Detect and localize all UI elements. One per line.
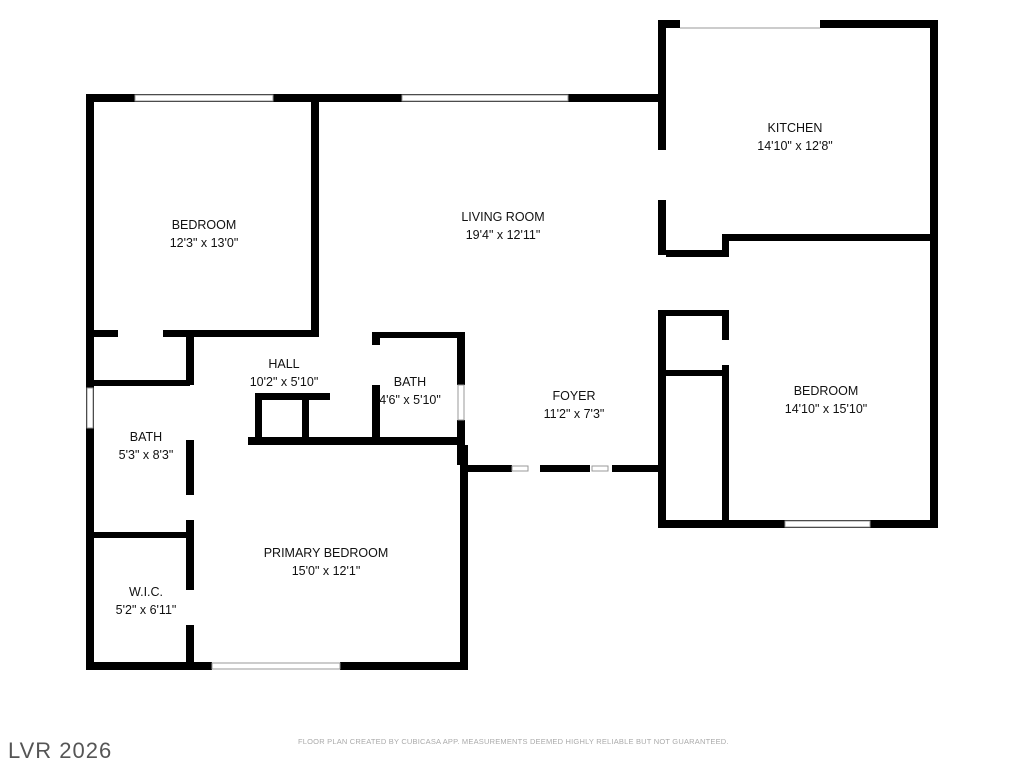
room-bath-primary: BATH 5'3" x 8'3" [119, 428, 174, 464]
room-bath-hall: BATH 4'6" x 5'10" [379, 373, 441, 409]
room-name: W.I.C. [128, 585, 164, 599]
windows [86, 27, 871, 670]
room-bedroom-2: BEDROOM 14'10" x 15'10" [785, 382, 867, 418]
room-name: FOYER [552, 389, 596, 403]
room-name: LIVING ROOM [461, 210, 545, 224]
room-primary-bedroom: PRIMARY BEDROOM 15'0" x 12'1" [264, 544, 389, 580]
room-dims: 14'10" x 12'8" [757, 139, 833, 153]
room-name: BATH [393, 375, 427, 389]
room-name: BEDROOM [793, 384, 859, 398]
room-dims: 5'3" x 8'3" [118, 448, 174, 462]
room-living-room: LIVING ROOM 19'4" x 12'11" [461, 208, 544, 244]
room-foyer: FOYER 11'2" x 7'3" [544, 387, 605, 423]
room-dims: 4'6" x 5'10" [379, 393, 441, 407]
room-dims: 12'3" x 13'0" [169, 236, 239, 250]
room-name: BATH [129, 430, 163, 444]
room-dims: 5'2" x 6'11" [115, 603, 177, 617]
disclaimer-footer: FLOOR PLAN CREATED BY CUBICASA APP. MEAS… [298, 737, 729, 746]
room-dims: 15'0" x 12'1" [291, 564, 361, 578]
walls [86, 20, 938, 670]
room-kitchen: KITCHEN 14'10" x 12'8" [757, 119, 833, 155]
room-name: BEDROOM [171, 218, 237, 232]
room-name: PRIMARY BEDROOM [263, 546, 389, 560]
room-dims: 19'4" x 12'11" [465, 228, 541, 242]
room-dims: 14'10" x 15'10" [784, 402, 868, 416]
room-name: KITCHEN [767, 121, 823, 135]
room-name: HALL [268, 357, 300, 371]
room-dims: 10'2" x 5'10" [249, 375, 319, 389]
room-bedroom-1: BEDROOM 12'3" x 13'0" [170, 216, 239, 252]
room-wic: W.I.C. 5'2" x 6'11" [116, 583, 177, 619]
room-hall: HALL 10'2" x 5'10" [250, 355, 319, 391]
room-dims: 11'2" x 7'3" [543, 407, 605, 421]
watermark: LVR 2026 [8, 738, 113, 763]
